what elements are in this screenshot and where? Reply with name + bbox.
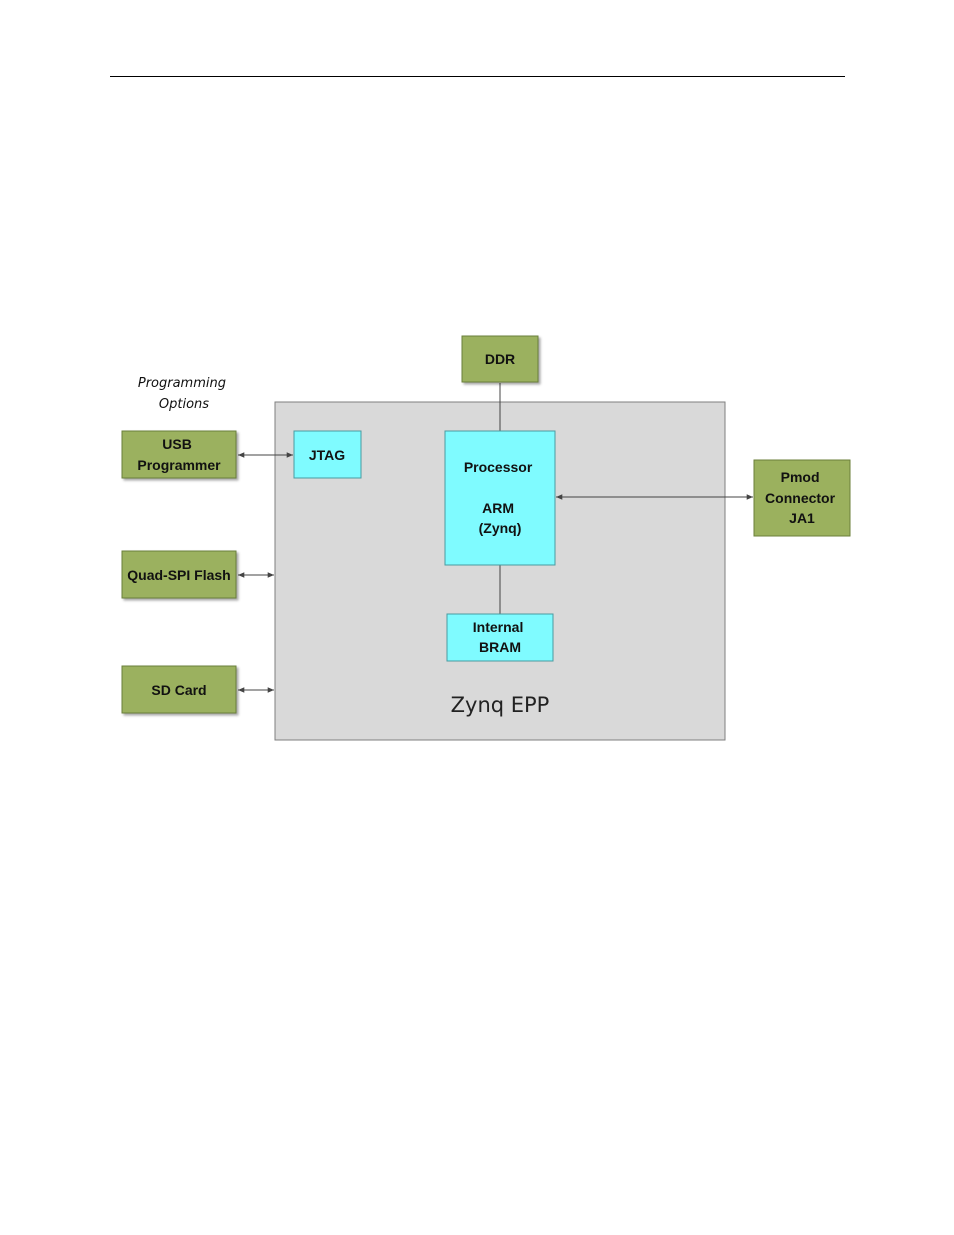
internal-bram-block: Internal BRAM [446,613,554,662]
svg-text:DDR: DDR [485,351,515,367]
page-header-rule [110,76,845,77]
programming-options-note: Programming Options [138,376,230,412]
processor-line-3: ARM [482,500,514,516]
svg-text:USB Programmer: USB Programmer [137,436,221,473]
zynq-epp-label: Zynq EPP [451,693,550,717]
ddr-block: DDR [461,335,539,383]
processor-line-1: Processor [464,459,533,475]
jtag-label: JTAG [309,447,345,463]
processor-line-4: (Zynq) [479,520,522,536]
usb-programmer-line-1: USB [162,436,192,452]
pmod-line-1: Pmod [781,469,820,485]
internal-bram-line-1: Internal [473,619,524,635]
ddr-label: DDR [485,351,515,367]
pmod-line-3: JA1 [789,510,815,526]
sd-card-block: SD Card [121,665,237,714]
usb-programmer-block: USB Programmer [121,430,237,479]
pmod-line-2: Connector [765,490,836,506]
programming-options-line-1: Programming [138,376,226,391]
sd-card-label: SD Card [151,682,206,698]
programming-options-line-2: Options [159,397,209,412]
svg-text:Pmod Connector JA1: Pmod Connector JA1 [765,469,839,526]
quad-spi-flash-label: Quad-SPI Flash [127,567,230,583]
usb-programmer-line-2: Programmer [137,457,221,473]
svg-text:SD Card: SD Card [151,682,206,698]
pmod-connector-block: Pmod Connector JA1 [753,459,851,537]
internal-bram-line-2: BRAM [479,639,521,655]
svg-text:Quad-SPI Flash: Quad-SPI Flash [127,567,230,583]
svg-text:Internal BRAM: Internal BRAM [473,619,527,655]
processor-block: Processor ARM (Zynq) [444,430,556,566]
svg-text:Processor ARM (Zyn: Processor ARM (Zynq) [464,459,536,536]
jtag-block: JTAG [293,430,362,479]
svg-text:JTAG: JTAG [309,447,345,463]
quad-spi-flash-block: Quad-SPI Flash [121,550,237,599]
